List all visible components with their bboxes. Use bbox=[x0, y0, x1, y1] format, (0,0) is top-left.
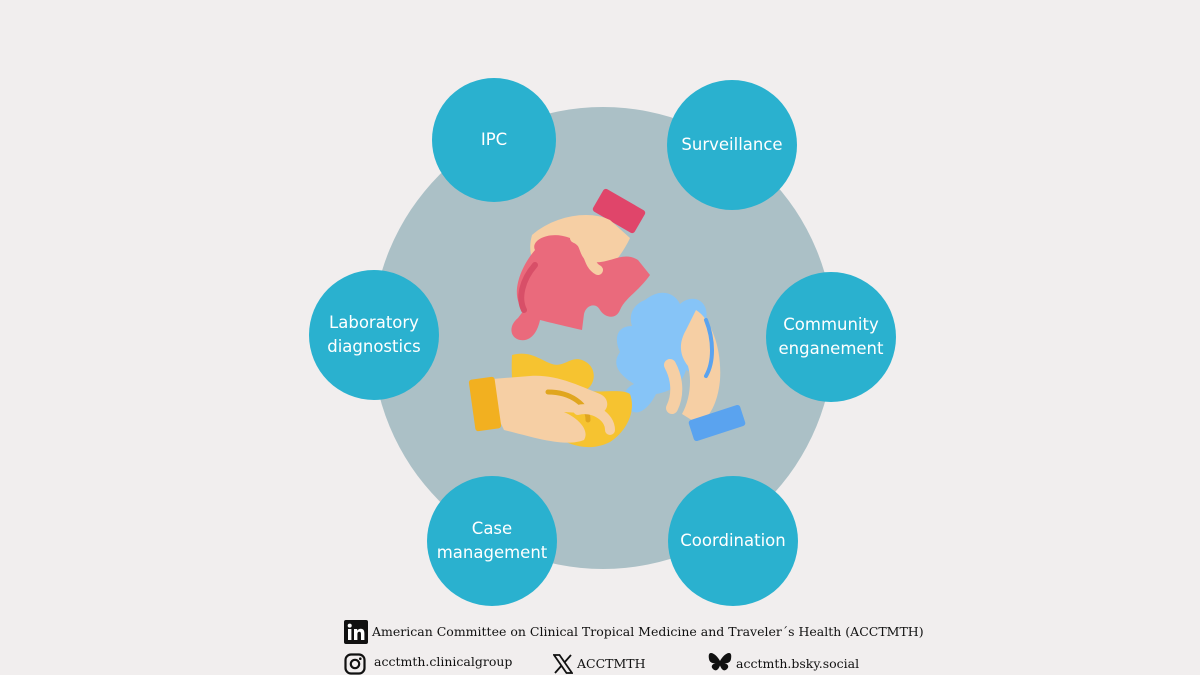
footer: American Committee on Clinical Tropical … bbox=[0, 612, 1200, 675]
node-community-engagement: Community enganement bbox=[766, 272, 896, 402]
puzzle-hands-icon bbox=[468, 188, 746, 448]
bluesky-icon[interactable] bbox=[708, 652, 732, 674]
footer-bluesky[interactable]: acctmth.bsky.social bbox=[736, 656, 860, 671]
linkedin-icon[interactable] bbox=[344, 620, 368, 644]
instagram-icon[interactable] bbox=[344, 653, 366, 675]
pink-puzzle-group bbox=[511, 188, 650, 341]
yellow-puzzle-group bbox=[468, 353, 632, 448]
node-case-management: Case management bbox=[427, 476, 557, 606]
footer-instagram[interactable]: acctmth.clinicalgroup bbox=[374, 654, 513, 669]
footer-organization: American Committee on Clinical Tropical … bbox=[372, 624, 924, 639]
node-coordination: Coordination bbox=[668, 476, 798, 606]
node-ipc: IPC bbox=[432, 78, 556, 202]
blue-puzzle-group bbox=[616, 292, 746, 442]
node-surveillance: Surveillance bbox=[667, 80, 797, 210]
node-laboratory-diagnostics: Laboratory diagnostics bbox=[309, 270, 439, 400]
x-icon[interactable] bbox=[553, 654, 573, 674]
footer-x-handle[interactable]: ACCTMTH bbox=[577, 656, 646, 671]
